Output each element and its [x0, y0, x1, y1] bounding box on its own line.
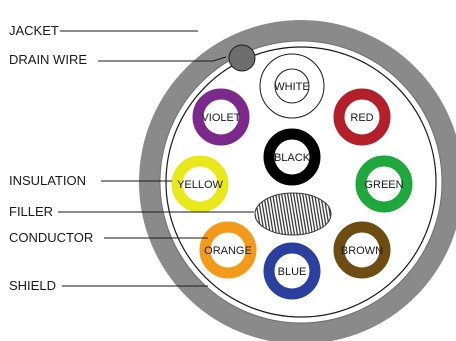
label-insulation: INSULATION — [9, 173, 86, 188]
filler-hatch-line — [283, 193, 293, 235]
label-filler: FILLER — [9, 204, 53, 219]
conductor-white: WHITE — [259, 53, 325, 119]
conductor-black-ring — [263, 128, 321, 186]
filler-hatch-line — [271, 193, 281, 235]
conductor-yellow-label: YELLOW — [177, 179, 223, 191]
conductor-violet-label: VIOLET — [201, 112, 240, 124]
conductor-brown-label: BROWN — [341, 245, 383, 257]
conductor-orange-label: ORANGE — [204, 245, 252, 257]
conductor-yellow: YELLOW — [171, 155, 229, 213]
conductor-black-label: BLACK — [274, 152, 311, 164]
filler-hatch-line — [301, 193, 311, 235]
conductor-green-label: GREEN — [364, 179, 403, 191]
conductor-red-ring — [333, 88, 391, 146]
conductor-violet-ring — [192, 88, 250, 146]
filler-hatch-line — [286, 193, 296, 235]
filler-hatch-line — [280, 193, 290, 235]
filler-hatch-line — [307, 193, 317, 235]
label-conductor: CONDUCTOR — [9, 230, 93, 245]
label-drain-wire: DRAIN WIRE — [9, 52, 87, 67]
filler-hatch-line — [295, 193, 305, 235]
conductor-green: GREEN — [355, 155, 413, 213]
leader-drain-wire — [98, 56, 227, 62]
conductor-red: RED — [333, 88, 391, 146]
conductor-white-label: WHITE — [274, 81, 309, 93]
filler-hatch-line — [304, 193, 314, 235]
filler — [254, 192, 332, 236]
conductor-orange-ring — [199, 221, 257, 279]
label-jacket: JACKET — [9, 23, 59, 38]
conductor-yellow-ring — [171, 155, 229, 213]
conductor-white-core — [274, 68, 310, 104]
filler-hatch-line — [274, 193, 284, 235]
conductor-green-ring — [355, 155, 413, 213]
filler-hatch-line — [277, 193, 287, 235]
conductor-brown-ring — [333, 221, 391, 279]
conductor-brown: BROWN — [333, 221, 391, 279]
shield-ring — [165, 46, 437, 318]
label-shield: SHIELD — [9, 278, 56, 293]
conductor-blue-label: BLUE — [278, 266, 307, 278]
conductor-blue-ring — [263, 242, 321, 300]
conductor-violet: VIOLET — [192, 88, 250, 146]
filler-hatch-line — [268, 193, 278, 235]
conductor-blue: BLUE — [263, 242, 321, 300]
filler-hatch-line — [298, 193, 308, 235]
conductor-red-label: RED — [350, 112, 373, 124]
conductor-black: BLACK — [263, 128, 321, 186]
conductor-orange: ORANGE — [199, 221, 257, 279]
drain-wire — [228, 44, 256, 72]
callouts: JACKET DRAIN WIRE INSULATION FILLER COND… — [9, 23, 254, 293]
filler-hatch-line — [289, 193, 299, 235]
conductor-white-ring — [264, 58, 320, 114]
filler-hatch-line — [292, 193, 302, 235]
